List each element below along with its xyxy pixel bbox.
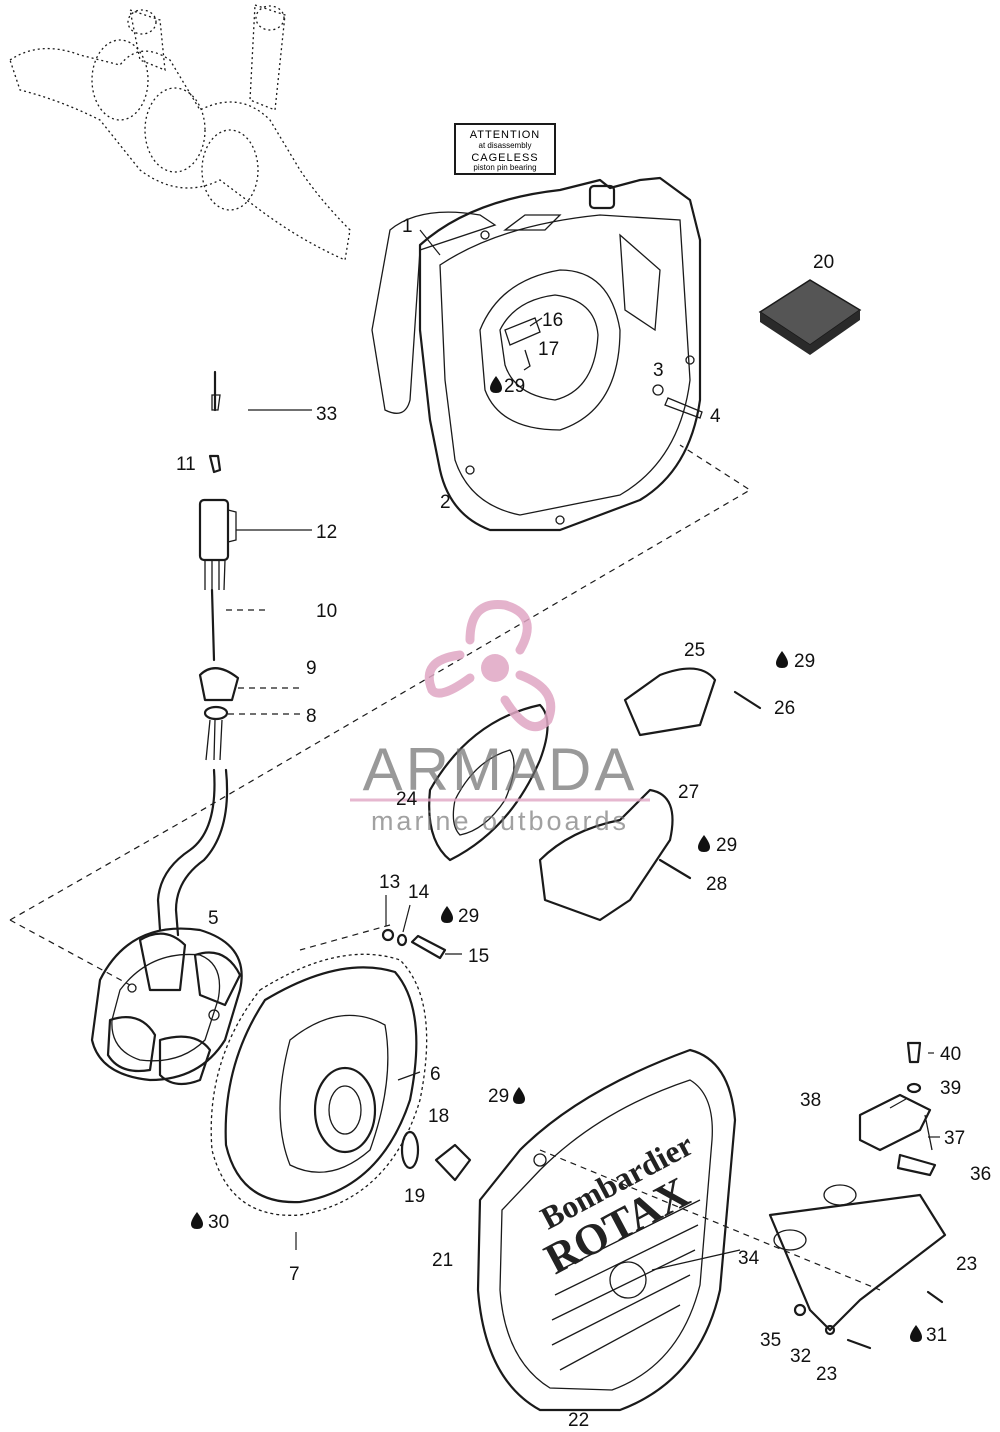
leader-lines [226,229,940,1271]
callout-11: 11 [176,454,196,475]
callout-12: 12 [316,522,337,543]
watermark-tagline: marine outboards [371,806,629,836]
callout-38: 38 [800,1090,821,1111]
callout-15: 15 [468,946,489,967]
callout-18: 18 [428,1106,449,1127]
callout-5: 5 [208,908,219,929]
caution-line-1: ATTENTION [470,129,541,141]
watermark-propeller-logo [424,599,556,732]
watermark: ARMADA marine outboards [350,599,650,836]
watermark-brand: ARMADA [363,736,638,803]
callout-25: 25 [684,640,705,661]
bracket-parts [768,1041,947,1350]
drop-icon [490,376,502,393]
callout-36: 36 [970,1164,991,1185]
callout-37: 37 [944,1128,965,1149]
stator-assembly [90,927,243,1086]
callout-22: 22 [568,1410,589,1431]
drop-icon [776,651,788,668]
caution-decal: ATTENTION at disassembly CAGELESS piston… [454,123,556,175]
flywheel-hardware [381,928,472,1182]
callout-19: 19 [404,1186,425,1207]
callout-20: 20 [813,252,834,273]
callout-1: 1 [402,216,413,237]
callout-29-cover: 29 [488,1086,509,1107]
callout-33: 33 [316,404,337,425]
callout-6: 6 [430,1064,441,1085]
callout-30: 30 [208,1212,229,1233]
callout-34: 34 [738,1248,760,1269]
magneto-housing [371,176,703,532]
caution-line-3: CAGELESS [471,152,538,164]
callout-3: 3 [653,360,664,381]
assembly-guide-lines [9,444,881,1291]
drop-icon [513,1087,525,1104]
ring-gear-teeth [210,953,428,1216]
drop-icon [698,835,710,852]
callout-9: 9 [306,658,317,679]
drop-icon [191,1212,203,1229]
flywheel-ring-gear [210,953,428,1216]
callout-23b: 23 [816,1364,837,1385]
callout-8: 8 [306,706,317,727]
callout-7: 7 [289,1264,300,1285]
callout-39: 39 [940,1078,961,1099]
lubricant-drop-icons [191,376,922,1342]
rotax-cover: Bombardier ROTAX [476,1048,737,1412]
wire-harness [156,370,240,937]
callout-17: 17 [538,339,559,360]
callout-labels: 1 2 3 4 5 6 7 8 9 10 11 12 13 14 15 16 1… [176,216,991,1431]
callout-29-housing: 29 [504,376,525,397]
callout-40: 40 [940,1044,961,1065]
callout-16: 16 [542,310,563,331]
drop-icon [441,906,453,923]
callout-21: 21 [432,1250,453,1271]
callout-13: 13 [379,872,400,893]
cover-fins [551,1199,701,1371]
callout-26: 26 [774,698,795,719]
callout-27: 27 [678,782,699,803]
crankshaft-illustration [9,4,351,261]
callout-10: 10 [316,601,337,622]
drop-icon [910,1325,922,1342]
callout-35: 35 [760,1330,781,1351]
callout-2: 2 [440,492,451,513]
callout-14: 14 [408,882,430,903]
callout-31: 31 [926,1325,947,1346]
caution-line-2: at disassembly [479,141,532,150]
callout-29-flywheel-bolt: 29 [458,906,479,927]
callout-29-coil: 29 [794,651,815,672]
caution-line-4: piston pin bearing [473,163,536,172]
callout-24: 24 [396,789,418,810]
callout-4: 4 [710,406,721,427]
callout-28: 28 [706,874,727,895]
callout-32: 32 [790,1346,811,1367]
callout-29-lamination: 29 [716,835,737,856]
callout-23a: 23 [956,1254,977,1275]
part-20-decal-pack [758,279,862,355]
